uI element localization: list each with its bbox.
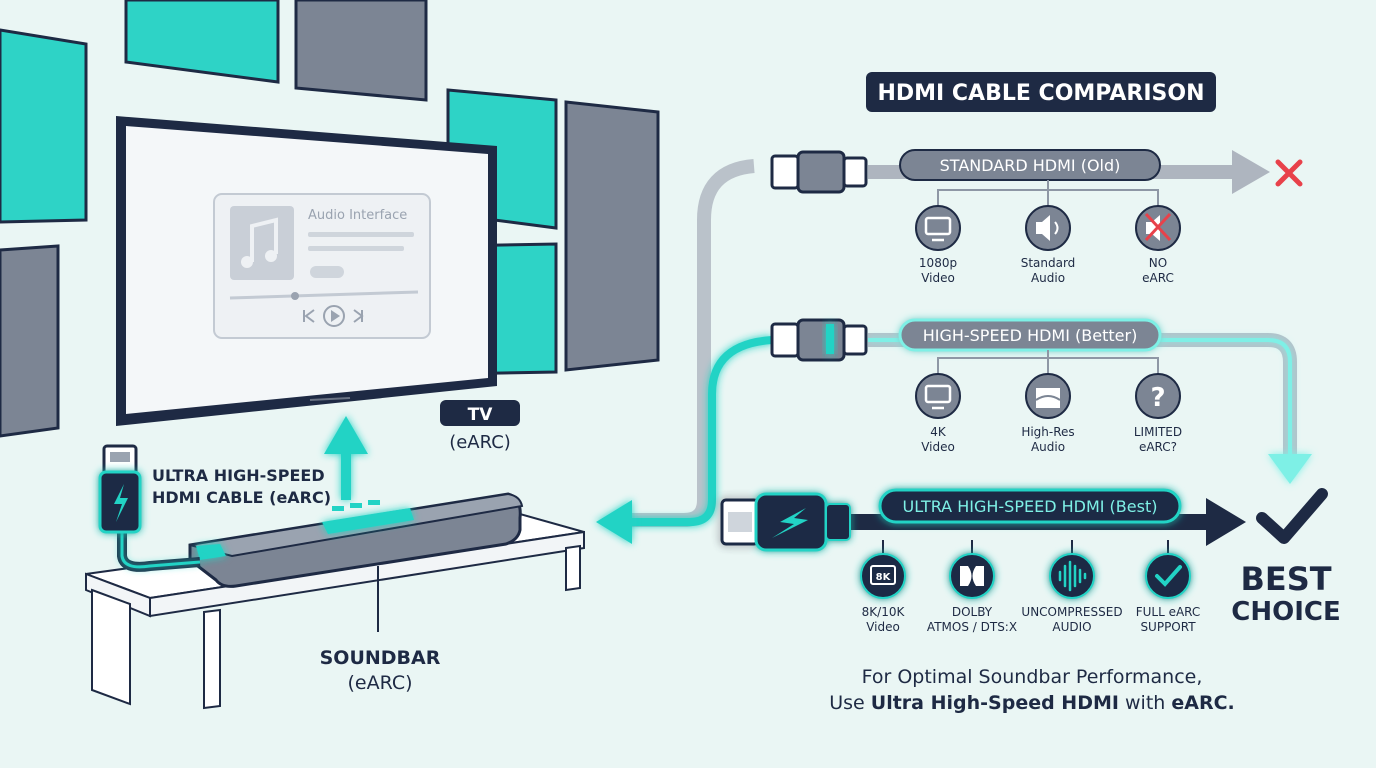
speaker-muted-icon — [1146, 215, 1160, 241]
best-choice-line2: CHOICE — [1231, 597, 1340, 627]
feature-line1: 1080p — [919, 256, 957, 270]
speaker-icon — [1036, 215, 1050, 241]
prev-icon — [303, 309, 315, 323]
feature-no-earc: NO eARC — [1135, 205, 1181, 285]
best-choice-line1: BEST — [1240, 560, 1331, 598]
feature-dolby-atmos: DOLBY ATMOS / DTS:X — [927, 553, 1017, 634]
monitor-icon — [924, 384, 952, 404]
footer-line2: Use Ultra High-Speed HDMI with eARC. — [829, 692, 1235, 714]
feature-line2: AUDIO — [1052, 620, 1091, 634]
cross-icon — [1275, 159, 1303, 187]
next-icon — [353, 309, 364, 323]
feature-line2: eARC — [1142, 271, 1174, 285]
feature-1080p-video: 1080p Video — [915, 205, 961, 285]
tier-standard-name: STANDARD HDMI (Old) — [940, 156, 1121, 175]
feature-uncompressed-audio: UNCOMPRESSED AUDIO — [1021, 553, 1123, 634]
feature-line2: Video — [921, 271, 955, 285]
feature-line2: Audio — [1031, 440, 1065, 454]
tv: Audio Interface — [116, 116, 497, 426]
feature-hires-audio: High-Res Audio — [1021, 373, 1075, 454]
tv-label: TV (eARC) — [440, 400, 520, 453]
feature-line2: eARC? — [1139, 440, 1177, 454]
waveform-icon — [1058, 560, 1087, 592]
footer-line1: For Optimal Soundbar Performance, — [862, 666, 1203, 688]
feature-line1: 4K — [930, 425, 947, 439]
8k-icon — [870, 565, 896, 585]
feature-line1: LIMITED — [1134, 425, 1182, 439]
footer-bold-earc: eARC. — [1171, 692, 1234, 714]
diagram-title: HDMI CABLE COMPARISON — [866, 72, 1216, 112]
feature-line1: UNCOMPRESSED — [1021, 605, 1122, 619]
best-choice: BEST CHOICE — [1231, 488, 1341, 627]
tier-high-speed-name: HIGH-SPEED HDMI (Better) — [923, 326, 1138, 345]
soundbar — [188, 492, 524, 588]
feature-line2: ATMOS / DTS:X — [927, 620, 1017, 634]
music-note-icon — [241, 217, 278, 268]
feature-line1: NO — [1149, 256, 1167, 270]
footer-bold-cable: Ultra High-Speed HDMI — [871, 692, 1119, 714]
tier-ultra-name: ULTRA HIGH-SPEED HDMI (Best) — [903, 497, 1158, 516]
8k-badge: 8K — [876, 572, 892, 583]
soundbar-label-line2: (eARC) — [347, 672, 412, 694]
check-circle-icon — [1155, 565, 1182, 587]
feature-limited-earc: ? LIMITED eARC? — [1134, 373, 1182, 454]
feature-line2: Video — [921, 440, 955, 454]
feature-standard-audio: Standard Audio — [1021, 205, 1076, 285]
play-icon — [323, 305, 345, 327]
feature-line2: SUPPORT — [1140, 620, 1196, 634]
feature-line1: High-Res — [1021, 425, 1074, 439]
feature-line1: FULL eARC — [1136, 605, 1201, 619]
arrow-up-icon — [324, 416, 368, 500]
return-path-to-soundbar — [596, 159, 773, 544]
soundbar-label-line1: SOUNDBAR — [320, 647, 441, 669]
feature-8k-video: 8K 8K/10K Video — [860, 553, 906, 634]
footer-mid: with — [1119, 692, 1171, 714]
tier-high-speed: HIGH-SPEED HDMI (Better) 4K Video High-R… — [770, 318, 1312, 484]
feature-line1: Standard — [1021, 256, 1076, 270]
audio-interface-screen: Audio Interface — [213, 193, 431, 339]
hires-audio-icon — [1036, 388, 1060, 408]
lightning-icon — [114, 484, 128, 522]
hdmi-plug-ultra — [720, 492, 851, 552]
title-text: HDMI CABLE COMPARISON — [877, 81, 1204, 106]
hdmi-plug-standard — [770, 150, 868, 194]
tv-label-line1: TV — [468, 405, 494, 425]
feature-line2: Audio — [1031, 271, 1065, 285]
cable-callout-line1: ULTRA HIGH-SPEED — [152, 466, 325, 485]
screen-title: Audio Interface — [308, 208, 407, 223]
question-icon: ? — [1150, 383, 1165, 413]
lightning-icon — [772, 508, 808, 538]
dolby-icon — [960, 566, 984, 586]
tv-label-line2: (eARC) — [449, 432, 511, 453]
feature-line2: Video — [866, 620, 900, 634]
monitor-icon — [924, 216, 952, 236]
tier-standard: STANDARD HDMI (Old) 1080p Video Standard… — [770, 149, 1303, 285]
cable-callout-line2: HDMI CABLE (eARC) — [152, 488, 331, 507]
feature-full-earc: FULL eARC SUPPORT — [1136, 553, 1201, 634]
ultra-hdmi-cable-left — [98, 444, 201, 572]
feature-line1: DOLBY — [952, 605, 993, 619]
tier-ultra-high-speed: ULTRA HIGH-SPEED HDMI (Best) 8K 8K/10K V… — [720, 488, 1246, 634]
feature-4k-video: 4K Video — [915, 373, 961, 454]
feature-line1: 8K/10K — [862, 605, 906, 619]
hdmi-plug-high-speed — [770, 318, 868, 362]
arrow-down-icon — [1268, 454, 1312, 484]
checkmark-icon — [1256, 488, 1328, 544]
footer-prefix: Use — [829, 692, 871, 714]
